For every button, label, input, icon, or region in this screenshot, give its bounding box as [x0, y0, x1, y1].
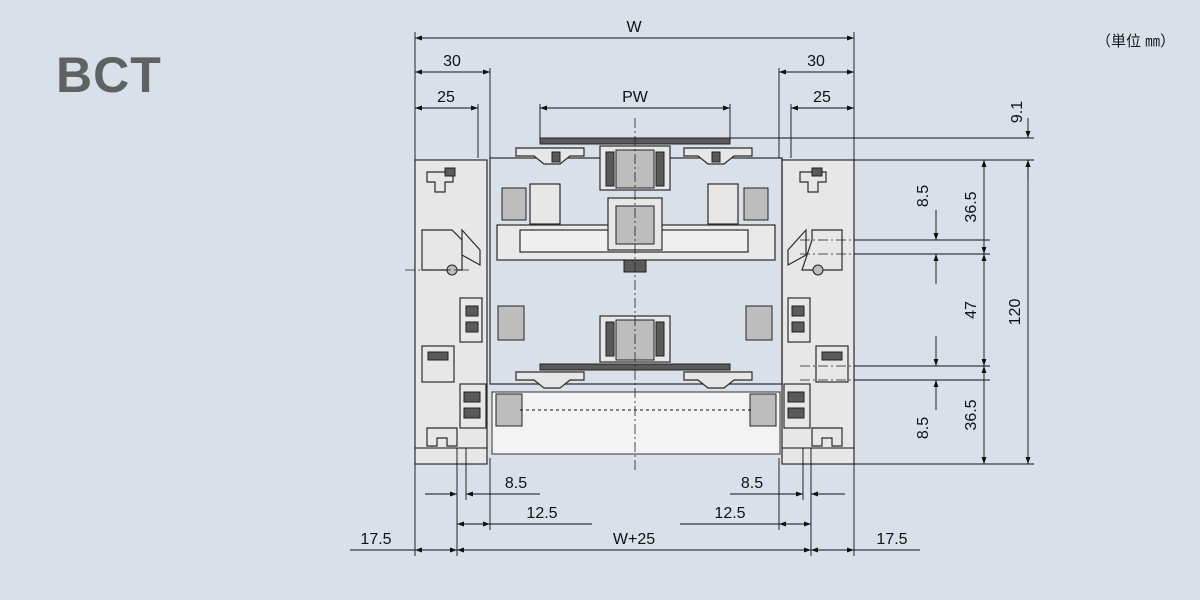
return-roller [491, 391, 781, 455]
dim-w-plus-25: W+25 [613, 531, 655, 548]
dim-8-5-top: 8.5 [915, 185, 932, 207]
dim-bottom-right-17-5: 17.5 [876, 531, 907, 548]
dim-8-5-bottom: 8.5 [915, 417, 932, 439]
dim-left-25: 25 [437, 89, 455, 106]
right-side-rail [781, 159, 855, 465]
dim-left-30: 30 [443, 53, 461, 70]
dim-pw: PW [622, 89, 649, 106]
unit-note: （単位 ㎜） [1096, 33, 1176, 50]
dim-bottom-left-12-5: 12.5 [526, 505, 557, 522]
dim-w: W [626, 19, 642, 36]
dim-9-1: 9.1 [1009, 101, 1026, 123]
dim-120: 120 [1007, 299, 1024, 326]
dim-bottom-left-8-5: 8.5 [505, 475, 527, 492]
dim-right-30: 30 [807, 53, 825, 70]
left-side-rail [414, 159, 488, 465]
dim-36-5-bottom: 36.5 [963, 399, 980, 430]
dim-47: 47 [963, 301, 980, 319]
dim-bottom-left-17-5: 17.5 [360, 531, 391, 548]
dim-bottom-right-12-5: 12.5 [714, 505, 745, 522]
dim-bottom-right-8-5: 8.5 [741, 475, 763, 492]
dimension-lines: W 30 30 25 25 PW 9.1 120 36.5 4 [350, 19, 1034, 556]
dim-right-25: 25 [813, 89, 831, 106]
conveyor-frame [405, 118, 860, 470]
dim-36-5-top: 36.5 [963, 191, 980, 222]
product-title: BCT [56, 47, 162, 103]
